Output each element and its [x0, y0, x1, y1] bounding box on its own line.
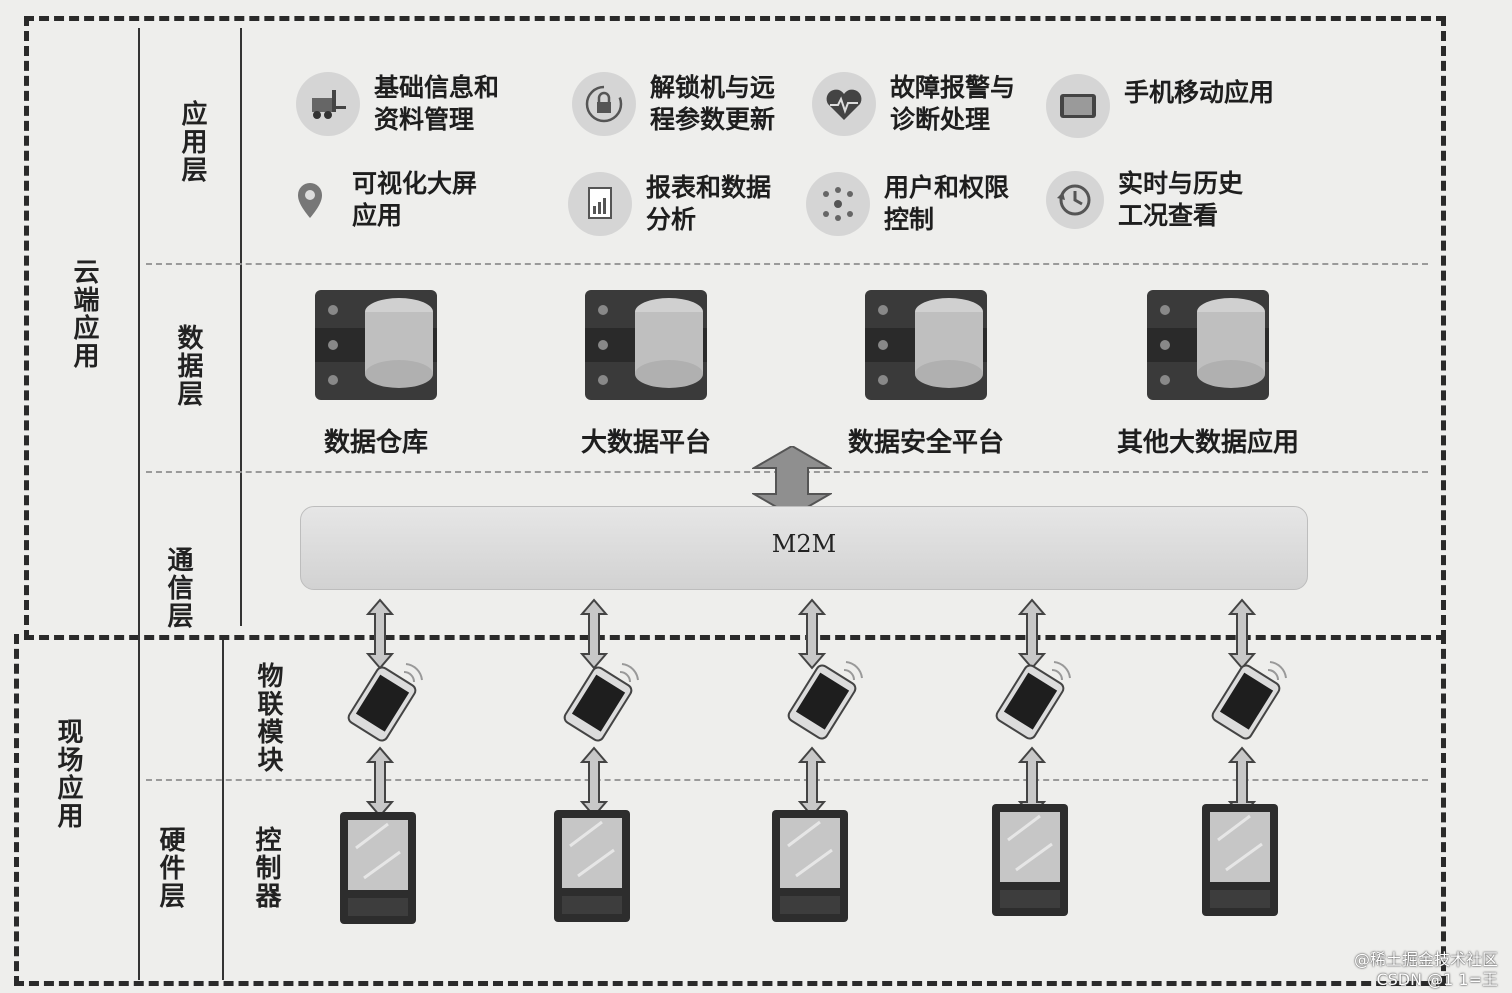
- heart-pulse-icon: [812, 72, 876, 136]
- watermark-juejin: @稀土掘金技术社区: [1353, 950, 1498, 969]
- forklift-icon: [296, 72, 360, 136]
- app-item-mobile-app: 手机移动应用: [1046, 74, 1274, 138]
- device-column-2: [552, 599, 639, 924]
- app-item-report: 报表和数据 分析: [568, 172, 771, 236]
- cloud-app-label: 云端应用: [69, 258, 99, 370]
- m2m-label: M2M: [771, 530, 837, 558]
- data-platform-label: 其他大数据应用: [1116, 428, 1299, 458]
- app-item-fault-alarm: 故障报警与 诊断处理: [812, 72, 1015, 136]
- application-layer-label: 应用层: [177, 100, 207, 184]
- server-database-icon: [865, 290, 987, 400]
- app-label: 报表和数据 分析: [646, 173, 772, 234]
- app-item-history: 实时与历史 工况查看: [1046, 168, 1243, 232]
- data-platform-warehouse: 数据仓库: [246, 290, 506, 459]
- device-column-3: [770, 599, 863, 924]
- double-arrow-data-comm: [752, 446, 832, 516]
- app-label: 故障报警与 诊断处理: [890, 73, 1016, 134]
- data-platform-bigdata: 大数据平台: [516, 290, 776, 459]
- controller-label: 控制器: [251, 826, 281, 910]
- data-platform-other: 其他大数据应用: [1078, 290, 1338, 459]
- separator-iot-hw: [146, 779, 1428, 781]
- server-database-icon: [315, 290, 437, 400]
- device-column-1: [338, 599, 423, 926]
- hardware-layer-label: 硬件层: [155, 826, 185, 910]
- data-platform-security: 数据安全平台: [796, 290, 1056, 459]
- layer-column-right: [240, 28, 242, 626]
- device-column-4: [990, 599, 1071, 918]
- field-app-label: 现场应用: [53, 718, 83, 830]
- data-platform-label: 数据安全平台: [847, 428, 1004, 458]
- app-label: 手机移动应用: [1124, 78, 1275, 107]
- app-label: 用户和权限 控制: [884, 173, 1010, 234]
- data-platform-label: 大数据平台: [580, 428, 711, 458]
- app-label: 基础信息和 资料管理: [374, 73, 500, 134]
- history-clock-icon: [1046, 171, 1104, 229]
- data-layer-label: 数据层: [173, 324, 203, 408]
- app-label: 实时与历史 工况查看: [1118, 169, 1244, 230]
- report-icon: [568, 172, 632, 236]
- device-column-5: [1200, 599, 1287, 918]
- comm-layer-label: 通信层: [163, 546, 193, 630]
- watermark-csdn: CSDN @1 1=王: [1376, 970, 1498, 989]
- app-item-user-permission: 用户和权限 控制: [806, 172, 1009, 236]
- app-item-basic-info: 基础信息和 资料管理: [296, 72, 499, 136]
- map-pin-icon: [282, 168, 338, 232]
- users-network-icon: [806, 172, 870, 236]
- iot-module-label: 物联模块: [253, 662, 283, 774]
- tablet-icon: [1046, 74, 1110, 138]
- data-platform-label: 数据仓库: [323, 428, 428, 458]
- field-frame: [14, 634, 1446, 986]
- cloud-frame: [24, 16, 1446, 640]
- app-item-unlock: 解锁机与远 程参数更新: [572, 72, 775, 136]
- m2m-bar: M2M: [300, 506, 1308, 590]
- app-label: 可视化大屏 应用: [352, 169, 478, 230]
- server-database-icon: [1147, 290, 1269, 400]
- lock-refresh-icon: [572, 72, 636, 136]
- layer-column-left: [138, 28, 140, 980]
- server-database-icon: [585, 290, 707, 400]
- layer-column-right-lower: [222, 640, 224, 980]
- separator-app-data: [146, 263, 1428, 265]
- app-label: 解锁机与远 程参数更新: [650, 73, 776, 134]
- app-item-visual-screen: 可视化大屏 应用: [282, 168, 477, 232]
